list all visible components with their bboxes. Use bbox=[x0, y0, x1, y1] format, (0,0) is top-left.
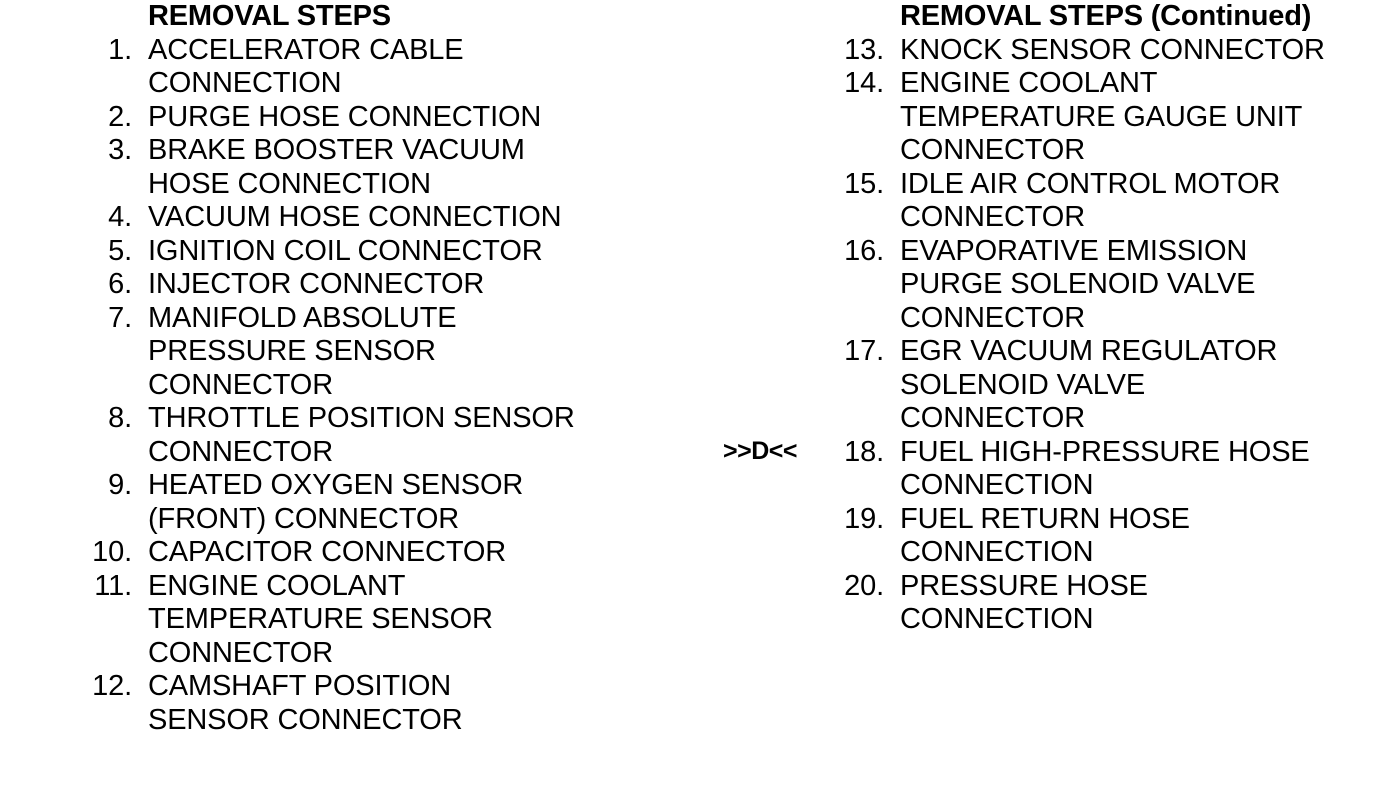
step-label: EVAPORATIVE EMISSION PURGE SOLENOID VALV… bbox=[900, 234, 1256, 334]
step-label: PRESSURE HOSE CONNECTION bbox=[900, 569, 1148, 636]
step-number: 18. bbox=[844, 435, 884, 468]
step-item: 2. PURGE HOSE CONNECTION bbox=[78, 101, 598, 135]
step-label: THROTTLE POSITION SENSOR CONNECTOR bbox=[148, 402, 575, 468]
step-item: 19. FUEL RETURN HOSE CONNECTION bbox=[832, 503, 1332, 570]
step-item: 7. MANIFOLD ABSOLUTE PRESSURE SENSOR CONN… bbox=[78, 302, 598, 403]
step-label: ACCELERATOR CABLE CONNECTION bbox=[148, 33, 464, 100]
step-item: 4. VACUUM HOSE CONNECTION bbox=[78, 201, 598, 235]
step-number: 17. bbox=[844, 335, 884, 367]
step-number: 8. bbox=[108, 402, 132, 434]
step-number: 3. bbox=[108, 134, 132, 166]
step-item: 12. CAMSHAFT POSITION SENSOR CONNECTOR bbox=[78, 670, 598, 737]
step-item: 15. IDLE AIR CONTROL MOTOR CONNECTOR bbox=[832, 168, 1332, 235]
step-item: 9. HEATED OXYGEN SENSOR (FRONT) CONNECTOR bbox=[78, 469, 598, 536]
step-label: INJECTOR CONNECTOR bbox=[148, 268, 485, 300]
step-number: 2. bbox=[108, 100, 132, 133]
step-label: EGR VACUUM REGULATOR SOLENOID VALVE CONN… bbox=[900, 335, 1278, 434]
left-steps-column: REMOVAL STEPS 1. ACCELERATOR CABLE CONNEC… bbox=[78, 0, 598, 737]
step-number: 1. bbox=[108, 33, 132, 66]
step-label: BRAKE BOOSTER VACUUM HOSE CONNECTION bbox=[148, 134, 525, 200]
section-marker-d: >>D<< bbox=[723, 437, 797, 465]
left-column-heading: REMOVAL STEPS bbox=[148, 0, 391, 32]
step-label: CAPACITOR CONNECTOR bbox=[148, 536, 507, 568]
step-number: 13. bbox=[844, 33, 884, 66]
left-steps-list: 1. ACCELERATOR CABLE CONNECTION 2. PURGE HO… bbox=[78, 34, 598, 738]
right-column-heading: REMOVAL STEPS (Continued) bbox=[900, 0, 1312, 32]
step-number: 4. bbox=[108, 201, 132, 233]
step-item: 1. ACCELERATOR CABLE CONNECTION bbox=[78, 34, 598, 101]
step-label: FUEL RETURN HOSE CONNECTION bbox=[900, 502, 1190, 569]
step-label: ENGINE COOLANT TEMPERATURE SENSOR CONNEC… bbox=[148, 569, 493, 669]
step-number: 9. bbox=[108, 469, 132, 501]
step-item: 11. ENGINE COOLANT TEMPERATURE SENSOR CON… bbox=[78, 570, 598, 671]
step-label: FUEL HIGH-PRESSURE HOSE CONNECTION bbox=[900, 435, 1310, 502]
step-label: KNOCK SENSOR CONNECTOR bbox=[900, 33, 1325, 66]
step-number: 14. bbox=[844, 67, 884, 99]
right-steps-list: 13. KNOCK SENSOR CONNECTOR 14. ENGINE COOLA… bbox=[832, 34, 1332, 637]
step-item: 17. EGR VACUUM REGULATOR SOLENOID VALVE C… bbox=[832, 335, 1332, 436]
step-label: IGNITION COIL CONNECTOR bbox=[148, 234, 543, 267]
step-item: 20. PRESSURE HOSE CONNECTION bbox=[832, 570, 1332, 637]
step-number: 5. bbox=[108, 234, 132, 267]
step-number: 6. bbox=[108, 268, 132, 300]
step-label: PURGE HOSE CONNECTION bbox=[148, 100, 542, 133]
step-label: MANIFOLD ABSOLUTE PRESSURE SENSOR CONNEC… bbox=[148, 301, 457, 401]
step-item: 8. THROTTLE POSITION SENSOR CONNECTOR bbox=[78, 402, 598, 469]
step-number: 12. bbox=[92, 670, 132, 702]
step-item: 14. ENGINE COOLANT TEMPERATURE GAUGE UNIT… bbox=[832, 67, 1332, 168]
step-item: 10. CAPACITOR CONNECTOR bbox=[78, 536, 598, 570]
step-number: 19. bbox=[844, 502, 884, 535]
step-item: 18. FUEL HIGH-PRESSURE HOSE CONNECTION bbox=[832, 436, 1332, 503]
step-label: ENGINE COOLANT TEMPERATURE GAUGE UNIT CO… bbox=[900, 67, 1303, 166]
step-number: 10. bbox=[92, 536, 132, 568]
step-number: 20. bbox=[844, 569, 884, 602]
step-number: 7. bbox=[108, 301, 132, 334]
step-item: 16. EVAPORATIVE EMISSION PURGE SOLENOID V… bbox=[832, 235, 1332, 336]
step-item: 6. INJECTOR CONNECTOR bbox=[78, 268, 598, 302]
step-number: 15. bbox=[844, 167, 884, 200]
step-label: CAMSHAFT POSITION SENSOR CONNECTOR bbox=[148, 670, 463, 736]
step-item: 13. KNOCK SENSOR CONNECTOR bbox=[832, 34, 1332, 68]
right-steps-column: REMOVAL STEPS (Continued) 13. KNOCK SENSO… bbox=[832, 0, 1332, 637]
step-label: VACUUM HOSE CONNECTION bbox=[148, 201, 562, 233]
step-item: 3. BRAKE BOOSTER VACUUM HOSE CONNECTION bbox=[78, 134, 598, 201]
step-label: IDLE AIR CONTROL MOTOR CONNECTOR bbox=[900, 167, 1281, 234]
step-label: HEATED OXYGEN SENSOR (FRONT) CONNECTOR bbox=[148, 469, 524, 535]
step-item: 5. IGNITION COIL CONNECTOR bbox=[78, 235, 598, 269]
step-number: 16. bbox=[844, 234, 884, 267]
step-number: 11. bbox=[94, 569, 132, 602]
